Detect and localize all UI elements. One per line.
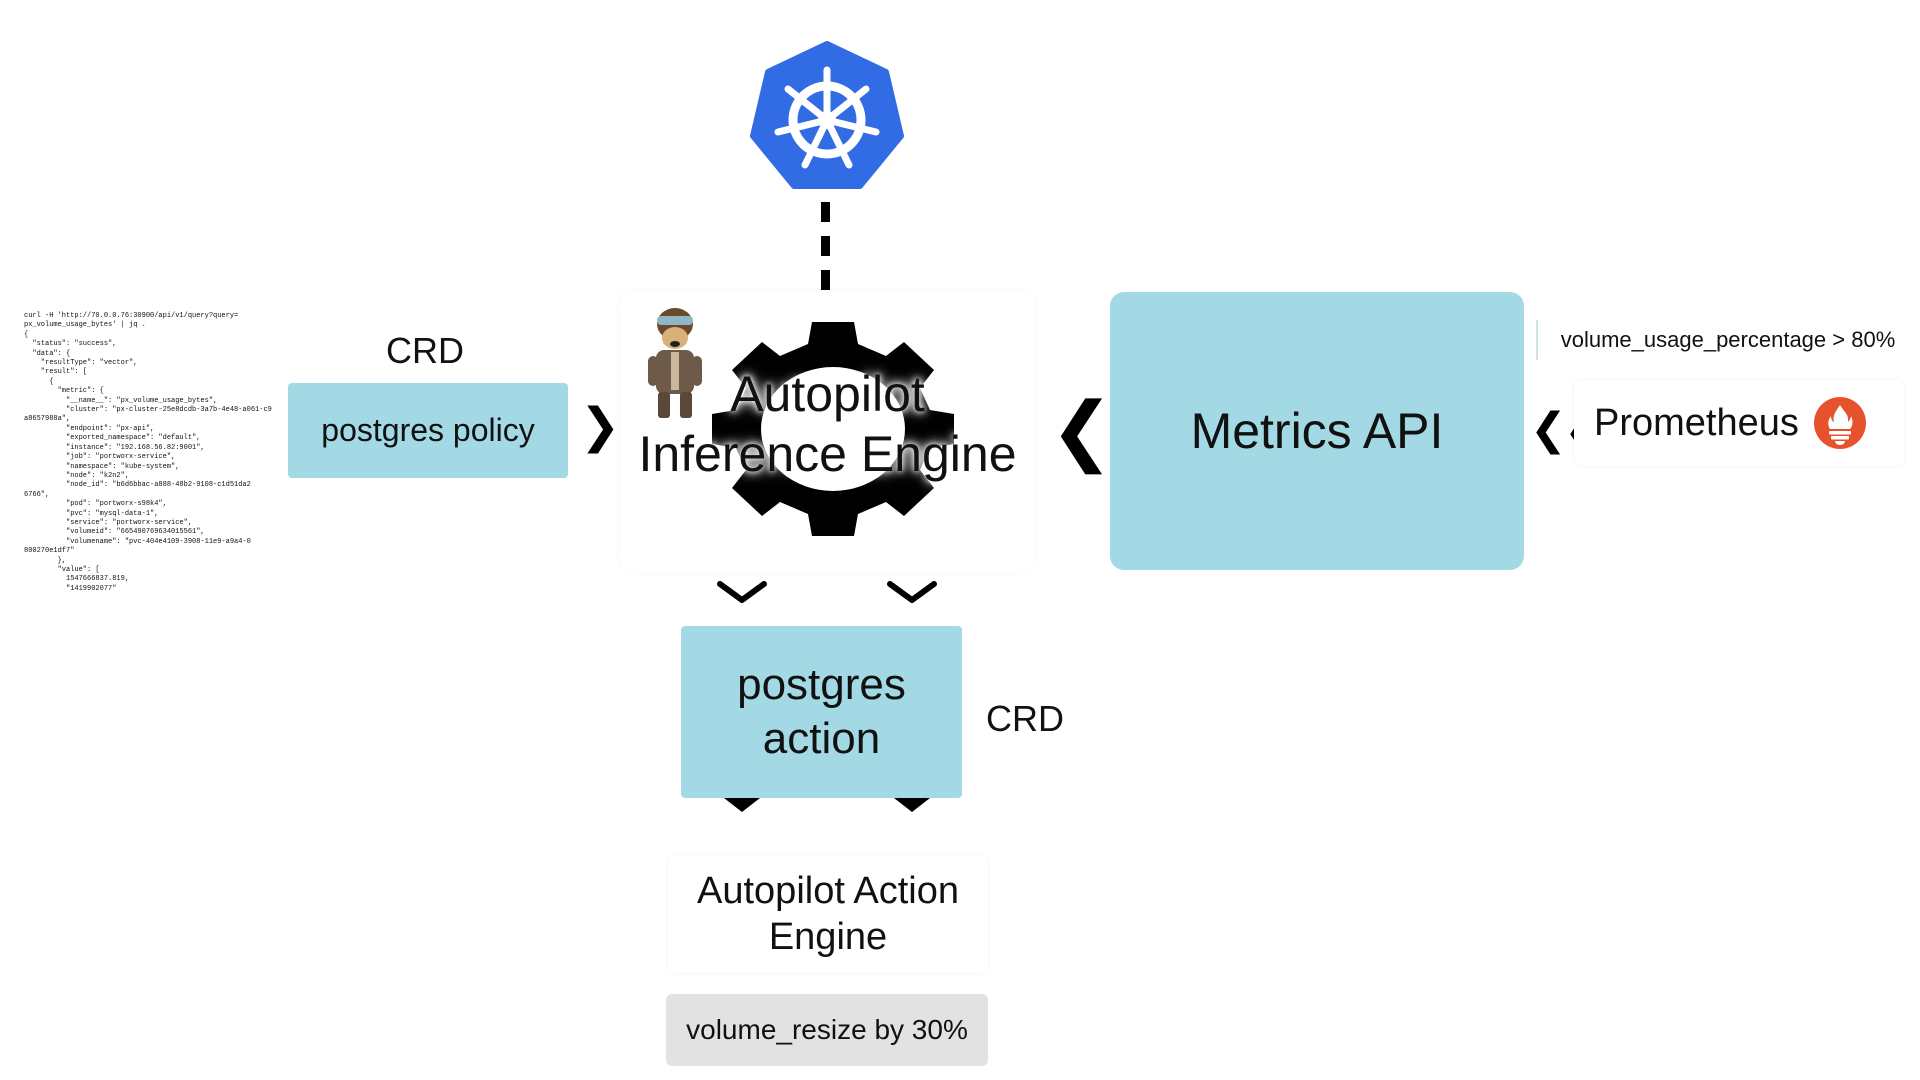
- postgres-action-box: postgres action: [681, 626, 962, 798]
- query-output-line: "resultType": "vector",: [24, 359, 138, 368]
- query-output-line: {: [24, 330, 29, 339]
- arrow-left-icon: ❮: [1530, 404, 1567, 455]
- query-output-line: 800270e1df7": [24, 547, 75, 556]
- query-output-line: "cluster": "px-cluster-25e8dcdb-3a7b-4e4…: [24, 406, 272, 415]
- query-output-line: },: [24, 556, 67, 565]
- query-output-line: px_volume_usage_bytes' | jq .: [24, 321, 146, 330]
- arrow-down-icon: [894, 798, 930, 812]
- query-output-line: 6766",: [24, 490, 50, 499]
- prometheus-label: Prometheus: [1594, 401, 1799, 444]
- action-engine-line1: Autopilot Action: [697, 870, 959, 912]
- query-output-line: "status": "success",: [24, 340, 117, 349]
- prometheus-query-output: curl -H 'http://70.0.0.76:30900/api/v1/q…: [24, 312, 272, 593]
- query-output-line: "value": [: [24, 565, 100, 574]
- query-output-line: a8657988a",: [24, 415, 71, 424]
- query-output-line: "exported_namespace": "default",: [24, 434, 201, 443]
- query-output-line: "service": "portworx-service",: [24, 518, 193, 527]
- gear-icon: [712, 322, 954, 536]
- metrics-api-box: Metrics API: [1110, 292, 1524, 570]
- arrow-left-icon: ❮: [1050, 385, 1114, 474]
- query-output-line: "data": {: [24, 349, 71, 358]
- postgres-action-line1: postgres: [737, 660, 906, 709]
- inference-engine-line2: Inference Engine: [638, 426, 1017, 482]
- query-output-line: "job": "portworx-service",: [24, 453, 176, 462]
- query-output-line: "1419902077": [24, 584, 117, 593]
- query-output-line: {: [24, 377, 54, 386]
- query-output-line: curl -H 'http://70.0.0.76:30900/api/v1/q…: [24, 312, 239, 320]
- mascot-illustration: [648, 308, 702, 418]
- postgres-policy-box: postgres policy: [288, 383, 568, 478]
- query-output-line: "endpoint": "px-api",: [24, 424, 155, 433]
- query-output-line: "volumename": "pvc-404e4109-3908-11e9-a9…: [24, 537, 251, 546]
- query-output-line: "pvc": "mysql-data-1",: [24, 509, 159, 518]
- threshold-condition: volume_usage_percentage > 80%: [1536, 320, 1918, 360]
- action-engine-box: Autopilot Action Engine: [668, 855, 988, 973]
- volume-resize-label: volume_resize by 30%: [686, 1014, 968, 1045]
- crd-label-policy: CRD: [386, 330, 464, 371]
- query-output-line: "namespace": "kube-system",: [24, 462, 180, 471]
- query-output-line: "metric": {: [24, 387, 104, 396]
- postgres-action-line2: action: [762, 714, 881, 763]
- query-output-line: "instance": "192.168.56.82:9001",: [24, 443, 205, 452]
- action-engine-line2: Engine: [768, 916, 888, 958]
- query-output-line: "pod": "portworx-s98k4",: [24, 500, 167, 509]
- arrow-right-icon: ❯: [580, 398, 621, 454]
- inference-engine-line1: Autopilot: [730, 366, 925, 422]
- crd-label-action: CRD: [986, 698, 1064, 739]
- postgres-policy-label: postgres policy: [321, 412, 535, 448]
- inference-engine-title: Autopilot Inference Engine: [620, 364, 1035, 484]
- query-output-line: 1547666837.819,: [24, 575, 130, 584]
- arrow-down-icon: [724, 798, 760, 812]
- prometheus-logo-icon: [1813, 397, 1866, 449]
- query-output-line: "__name__": "px_volume_usage_bytes",: [24, 396, 218, 405]
- prometheus-box: Prometheus: [1574, 380, 1904, 466]
- query-output-line: "volumeid": "665490769634015561",: [24, 528, 205, 537]
- chevron-down-icon: [717, 581, 767, 603]
- dashed-connector: [821, 202, 830, 290]
- query-output-line: "node": "k2n2",: [24, 471, 130, 480]
- metrics-api-label: Metrics API: [1190, 403, 1444, 459]
- volume-resize-box: volume_resize by 30%: [666, 994, 988, 1066]
- query-output-line: "node_id": "b6d6bbac-a888-48b2-9108-c1d5…: [24, 481, 251, 490]
- query-output-line: "result": [: [24, 368, 88, 377]
- chevron-down-icon: [887, 581, 937, 603]
- kubernetes-logo-icon: [750, 41, 904, 189]
